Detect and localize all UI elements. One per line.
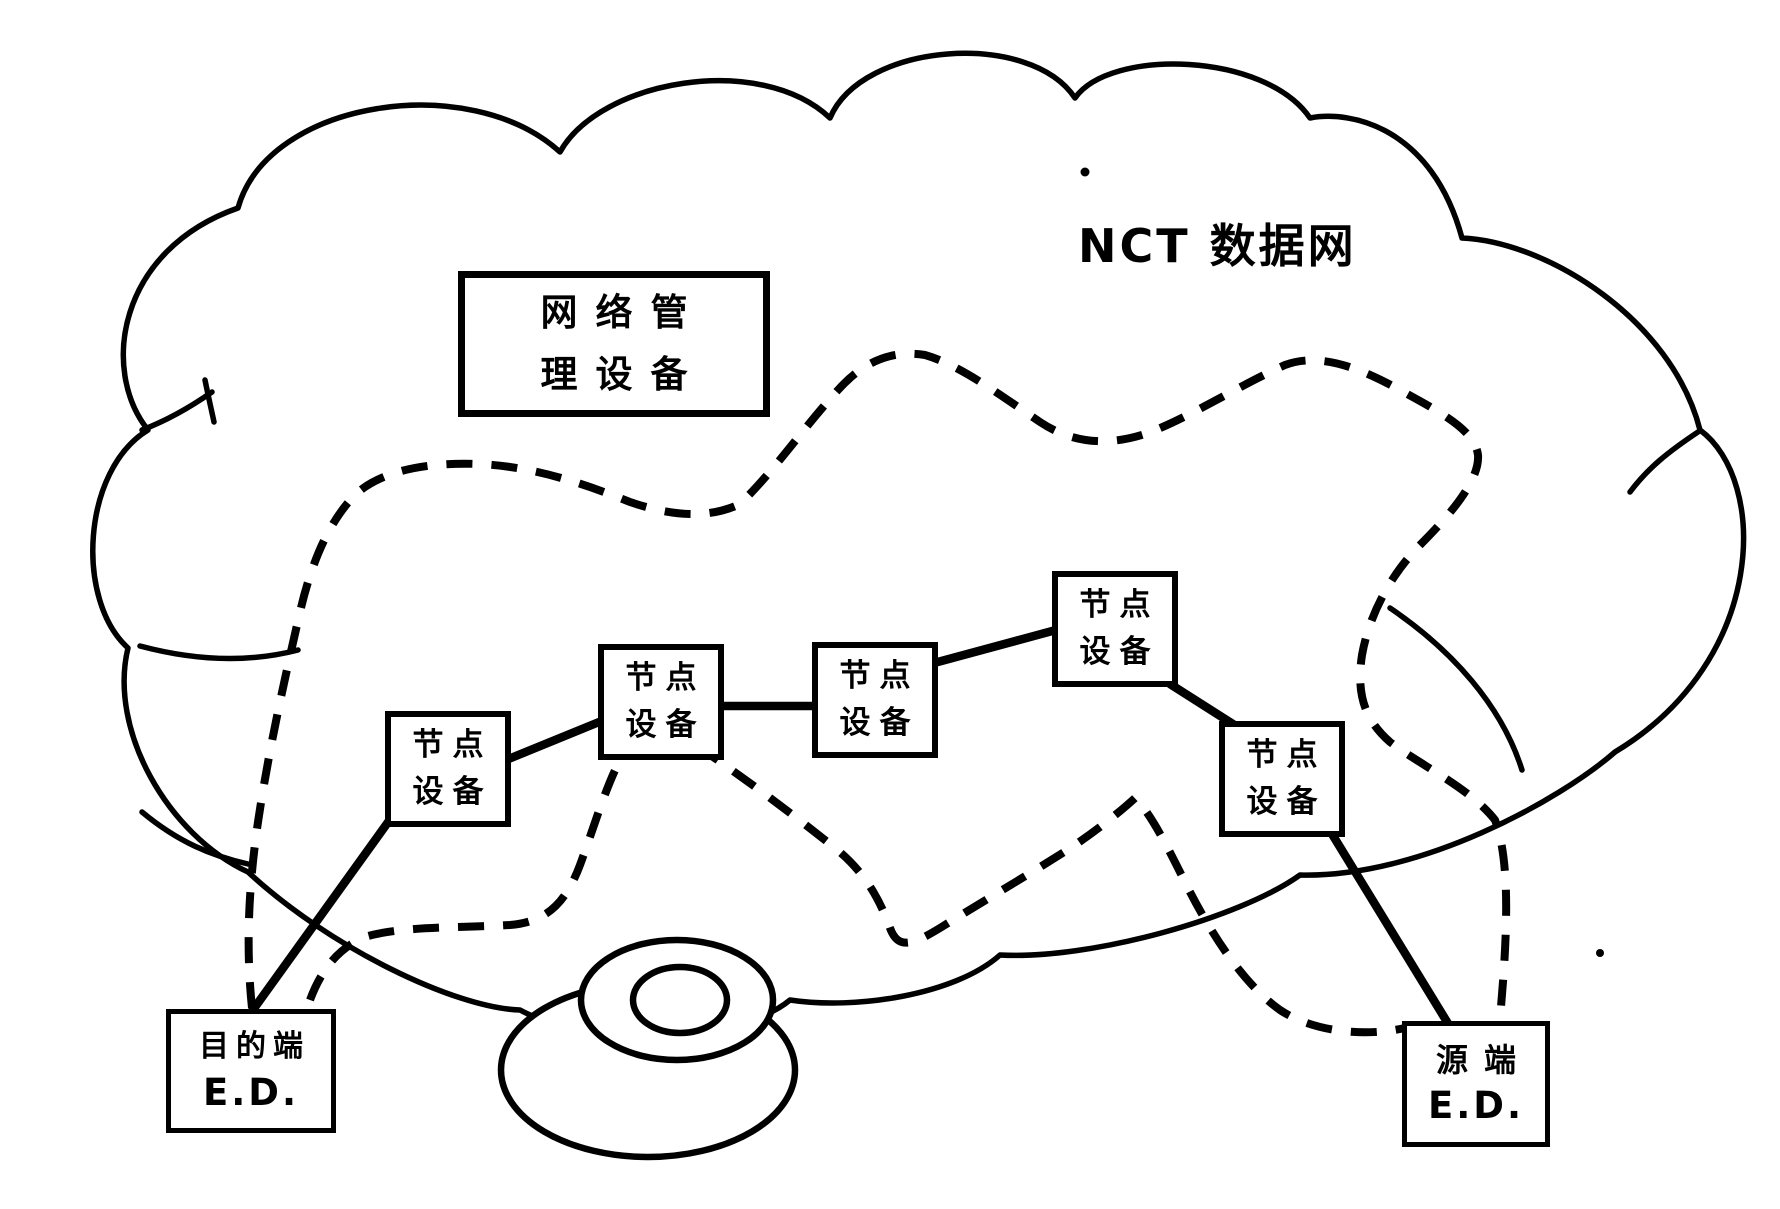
node2-label-line1: 节点 <box>625 660 706 696</box>
source-label-line2: E.D. <box>1427 1084 1525 1127</box>
management-device-label-line1: 网络管 <box>540 291 706 334</box>
dashed-path-data-route <box>306 722 1406 1037</box>
link-node1-to-node2 <box>501 715 609 765</box>
node-device-box-2: 节点 设备 <box>598 644 724 760</box>
dashed-path-management-route <box>244 349 1511 1019</box>
source-ed-box: 源端 E.D. <box>1402 1021 1550 1147</box>
node5-label-line2: 设备 <box>1246 784 1327 820</box>
disk-shape <box>497 936 799 1161</box>
management-device-label-line2: 理设备 <box>540 353 706 396</box>
ink-dot-top <box>1080 167 1090 177</box>
node2-label-line2: 设备 <box>625 707 706 743</box>
source-label-line1: 源端 <box>1435 1041 1532 1079</box>
ink-dot-right <box>1596 949 1604 957</box>
cloud-stroke-artifacts <box>137 377 1701 867</box>
node-device-box-5: 节点 设备 <box>1219 721 1345 837</box>
node1-label-line1: 节点 <box>412 727 493 763</box>
destination-label-line2: E.D. <box>202 1071 300 1114</box>
node4-label-line1: 节点 <box>1079 587 1160 623</box>
node-device-box-3: 节点 设备 <box>812 642 938 758</box>
management-device-box: 网络管 理设备 <box>458 271 770 417</box>
link-node4-to-node5 <box>1165 679 1241 731</box>
node4-label-line2: 设备 <box>1079 634 1160 670</box>
node-device-box-1: 节点 设备 <box>385 711 511 827</box>
link-node5-to-source <box>1327 829 1457 1035</box>
node3-label-line1: 节点 <box>839 658 920 694</box>
link-node3-to-node4 <box>929 625 1061 668</box>
disk-inner-ellipse <box>629 963 731 1037</box>
node5-label-line1: 节点 <box>1246 737 1327 773</box>
solid-circuit-links <box>245 625 1457 1035</box>
node3-label-line2: 设备 <box>839 705 920 741</box>
destination-label-line1: 目的端 <box>199 1029 310 1064</box>
network-name-label: NCT 数据网 <box>1078 219 1357 273</box>
link-destination-to-node1 <box>245 795 409 1019</box>
node-device-box-4: 节点 设备 <box>1052 571 1178 687</box>
destination-ed-box: 目的端 E.D. <box>166 1009 336 1133</box>
node1-label-line2: 设备 <box>412 774 493 810</box>
